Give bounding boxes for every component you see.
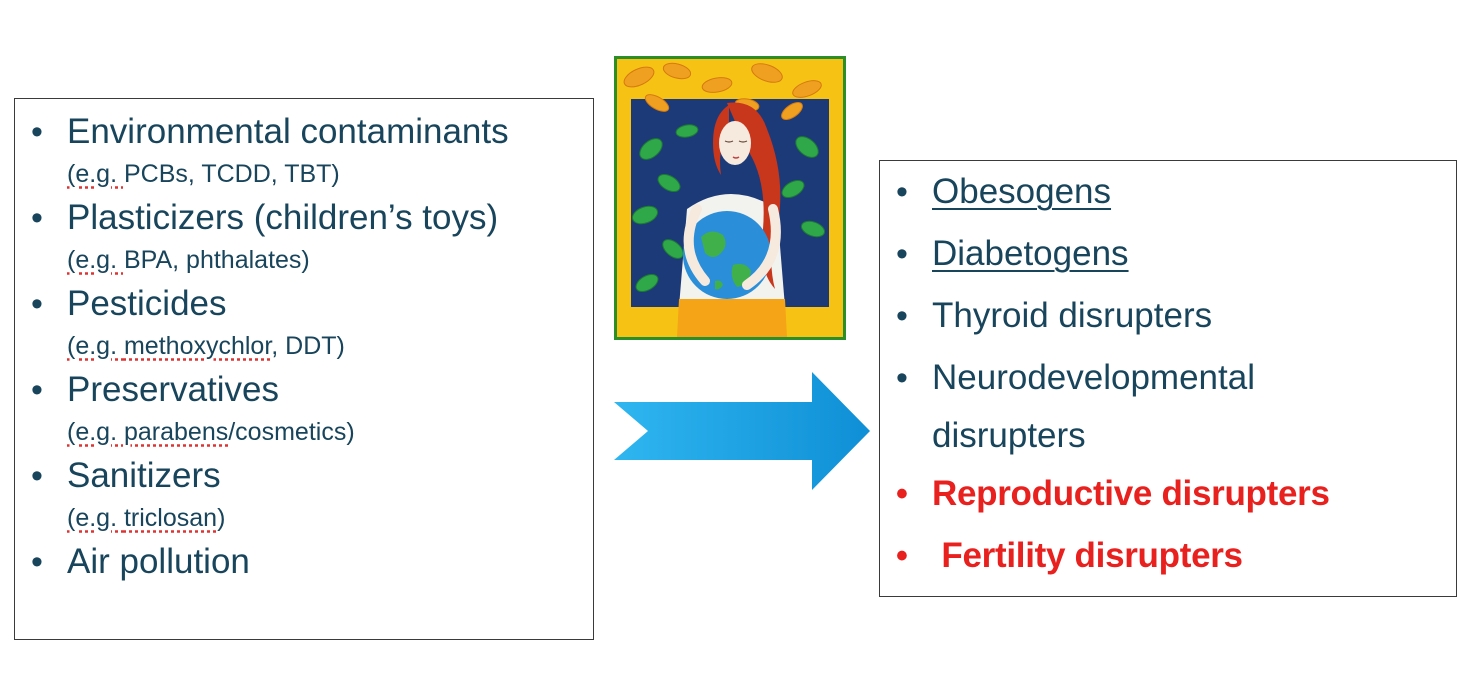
item-label-line2: disrupters xyxy=(932,416,1086,455)
item-label: Diabetogens xyxy=(932,234,1129,273)
list-item: • Fertility disrupters xyxy=(896,533,1330,595)
effects-list: • Obesogens • Diabetogens • Thyroid disr… xyxy=(896,169,1330,595)
list-item: • Pesticides (e.g. methoxychlor, DDT) xyxy=(31,281,509,363)
list-item: • Plasticizers (children’s toys) (e.g. B… xyxy=(31,195,509,277)
list-item: • Reproductive disrupters xyxy=(896,471,1330,533)
bullet: • xyxy=(896,235,908,273)
bullet: • xyxy=(896,173,908,211)
item-examples: (e.g. PCBs, TCDD, TBT) xyxy=(67,160,340,188)
bullet: • xyxy=(31,199,43,237)
list-item: • Diabetogens xyxy=(896,231,1330,293)
item-title: Environmental contaminants xyxy=(67,112,509,151)
right-arrow-icon xyxy=(614,372,870,490)
item-title: Preservatives xyxy=(67,370,280,409)
bullet: • xyxy=(896,297,908,335)
bullet: • xyxy=(31,543,43,581)
item-label: Fertility disrupters xyxy=(932,536,1243,575)
list-item: • Thyroid disrupters xyxy=(896,293,1330,355)
item-label: Obesogens xyxy=(932,172,1112,211)
bullet: • xyxy=(31,285,43,323)
illustration-frame xyxy=(614,56,846,340)
bullet: • xyxy=(31,113,43,151)
bullet: • xyxy=(896,359,908,397)
leaf-icon xyxy=(623,62,822,120)
list-item: • Preservatives (e.g. parabens/cosmetics… xyxy=(31,367,509,449)
bullet: • xyxy=(896,537,908,575)
item-label-line1: Neurodevelopmental xyxy=(932,358,1255,397)
list-item: • Sanitizers (e.g. triclosan) xyxy=(31,453,509,535)
item-label: Reproductive disrupters xyxy=(932,474,1330,513)
woman-earth-illustration xyxy=(617,59,843,337)
sources-box: • Environmental contaminants (e.g. PCBs,… xyxy=(14,98,594,640)
list-item: • Air pollution xyxy=(31,539,509,585)
item-examples: (e.g. BPA, phthalates) xyxy=(67,246,310,274)
effects-box: • Obesogens • Diabetogens • Thyroid disr… xyxy=(879,160,1457,597)
item-examples: (e.g. triclosan) xyxy=(67,504,226,532)
item-title: Sanitizers xyxy=(67,456,221,495)
list-item: • Environmental contaminants (e.g. PCBs,… xyxy=(31,109,509,191)
bullet: • xyxy=(31,371,43,409)
bullet: • xyxy=(31,457,43,495)
sources-list: • Environmental contaminants (e.g. PCBs,… xyxy=(31,109,509,585)
bullet: • xyxy=(896,475,908,513)
list-item: • Obesogens xyxy=(896,169,1330,231)
list-item: • Neurodevelopmental disrupters xyxy=(896,355,1330,471)
item-title: Plasticizers (children’s toys) xyxy=(67,198,499,237)
item-title: Pesticides xyxy=(67,284,227,323)
item-examples: (e.g. methoxychlor, DDT) xyxy=(67,332,345,360)
item-examples: (e.g. parabens/cosmetics) xyxy=(67,418,355,446)
item-label: Thyroid disrupters xyxy=(932,296,1213,335)
item-title: Air pollution xyxy=(67,542,250,581)
